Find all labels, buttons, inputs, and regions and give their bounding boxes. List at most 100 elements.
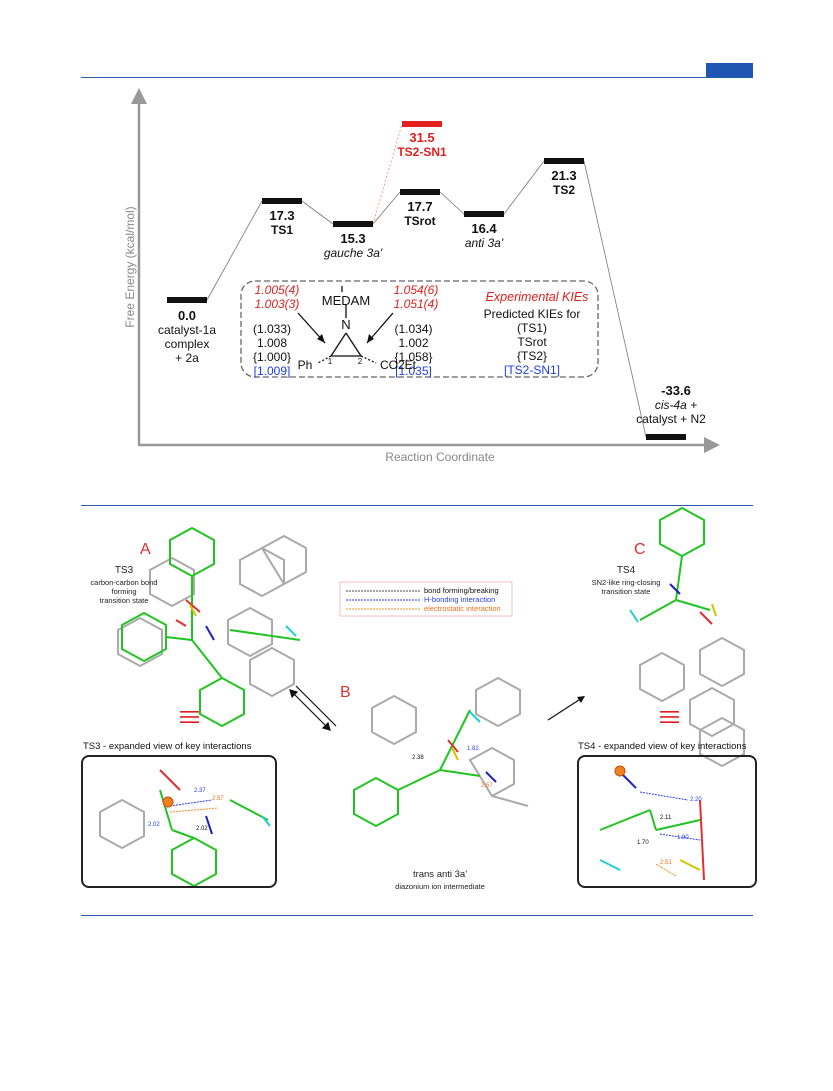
label-reactant-2: complex: [164, 337, 210, 351]
label-product-1: cis-4a +: [654, 398, 698, 412]
kie-left-pred-4: [1.009]: [253, 364, 291, 378]
kie-left-exp-2: 1.003(3): [254, 297, 300, 311]
ts4-desc-2: transition state: [601, 587, 651, 596]
label-ts2: TS2: [552, 183, 575, 197]
molecule-c: [629, 506, 745, 738]
kie-right-pred-3: {1.058}: [394, 350, 433, 364]
label-gauche: gauche 3a': [323, 246, 383, 260]
dist-b-2: 1.82: [467, 746, 479, 752]
dist-c-4: 1.70: [637, 840, 649, 846]
kie-legend-5: [TS2-SN1]: [503, 363, 560, 377]
level-ts2: [544, 158, 584, 164]
x-axis-label: Reaction Coordinate: [385, 450, 495, 464]
label-anti: anti 3a': [464, 236, 504, 250]
x-axis-arrow: [704, 437, 720, 453]
ts3-desc-2: forming: [111, 587, 137, 596]
mol-co2et: CO2Et: [379, 358, 416, 372]
dist-c-3: 1.90: [677, 835, 689, 841]
level-tsrot: [400, 189, 440, 195]
section-rule-top: [81, 505, 753, 506]
dist-b-1: 2.38: [412, 755, 424, 761]
ts4-inset-drawing: [599, 716, 745, 881]
ts4-title: TS4: [616, 565, 636, 576]
mol-n: N: [341, 317, 351, 332]
dist-a-4: 2.02: [196, 826, 208, 832]
ts4-desc-1: SN2-like ring-closing: [591, 578, 661, 587]
level-product: [646, 434, 686, 440]
dist-c-2: 2.11: [660, 815, 672, 821]
kie-right-exp-2: 1.051(4): [393, 297, 439, 311]
kie-left-pred-1: (1.033): [252, 322, 292, 336]
value-ts2-sn1: 31.5: [409, 130, 435, 145]
kie-right-exp-1: 1.054(6): [393, 283, 439, 297]
kie-right-pred-2: 1.002: [398, 336, 429, 350]
dist-c-1: 2.20: [690, 797, 702, 803]
value-ts1: 17.3: [269, 208, 295, 223]
value-ts2: 21.3: [551, 168, 577, 183]
ts3-caption: TS3 - expanded view of key interactions: [83, 741, 252, 752]
kie-left-exp-1: 1.005(4): [254, 283, 300, 297]
level-anti: [464, 211, 504, 217]
label-reactant-3: + 2a: [175, 351, 199, 365]
ts3-desc-1: carbon-carbon bond: [90, 578, 158, 587]
dist-a-2: 2.57: [212, 796, 224, 802]
label-c: C: [634, 541, 646, 558]
equilibrium-arrows: [289, 685, 337, 731]
ts3-inset: [81, 755, 277, 888]
b-desc: diazonium ion intermediate: [395, 882, 485, 891]
kie-legend-3: TSrot: [517, 335, 547, 349]
label-product-2: catalyst + N2: [636, 412, 706, 426]
label-ts1: TS1: [270, 223, 293, 237]
value-anti: 16.4: [471, 221, 497, 236]
ts3-inset-drawing: [99, 769, 271, 888]
forward-arrow: [547, 696, 585, 721]
dist-a-1: 2.37: [194, 788, 206, 794]
b-title: trans anti 3a': [412, 869, 468, 880]
section-rule-bottom: [81, 915, 753, 916]
interaction-legend: [339, 581, 513, 617]
kie-legend-title: Experimental KIEs: [485, 290, 589, 304]
value-gauche: 15.3: [340, 231, 366, 246]
label-reactant-1: catalyst-1a: [157, 323, 217, 337]
dist-c-5: 2.51: [660, 860, 672, 866]
molecule-b: [353, 676, 529, 828]
legend-electrostatic: electrostatic interaction: [424, 604, 501, 613]
kie-right-pred-4: [1.035]: [395, 364, 432, 378]
kie-legend-1: Predicted KIEs for: [483, 307, 581, 321]
ts3-title: TS3: [114, 565, 134, 576]
value-product: -33.6: [661, 383, 691, 398]
kie-legend-2: (TS1): [517, 321, 547, 335]
equiv-c: |||: [659, 709, 681, 725]
y-axis-arrow: [131, 88, 147, 104]
dist-b-3: 2.57: [481, 783, 493, 789]
kie-box: [240, 280, 599, 378]
kie-right-pred-1: (1.034): [394, 322, 433, 336]
legend-bond: bond forming/breaking: [424, 586, 499, 595]
legend-hbond: H-bonding interaction: [424, 595, 496, 604]
label-ts2-sn1: TS2-SN1: [397, 145, 447, 159]
mol-ph: Ph: [297, 358, 313, 372]
ts4-inset: [577, 755, 757, 888]
mol-medam: MEDAM: [321, 293, 371, 308]
dist-a-3: 2.02: [148, 822, 160, 828]
ts4-caption: TS4 - expanded view of key interactions: [578, 741, 747, 752]
level-reactant: [167, 297, 207, 303]
value-reactant: 0.0: [177, 308, 197, 323]
label-b: B: [340, 684, 351, 701]
mol-c1: 1: [327, 357, 333, 366]
kie-left-pred-2: 1.008: [256, 336, 288, 350]
level-ts2-sn1: [402, 121, 442, 127]
ts3-desc-3: transition state: [99, 596, 149, 605]
mol-c2: 2: [357, 357, 363, 366]
kie-legend-4: {TS2}: [516, 349, 548, 363]
label-tsrot: TSrot: [404, 214, 436, 228]
level-gauche: [333, 221, 373, 227]
header-rule: [81, 77, 753, 78]
kie-left-pred-3: {1.000}: [252, 350, 292, 364]
value-tsrot: 17.7: [407, 199, 433, 214]
page-badge: [706, 63, 753, 77]
label-a: A: [140, 541, 151, 558]
equiv-a: |||: [179, 709, 201, 725]
